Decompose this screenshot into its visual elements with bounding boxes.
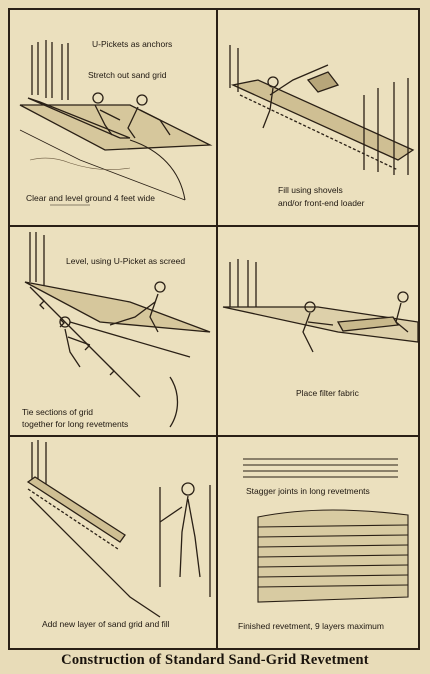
panel-stretch-grid: U-Pickets as anchors Stretch out sand gr… xyxy=(10,10,216,225)
label-tie-sections: Tie sections of grid xyxy=(22,407,94,417)
label-long-revetments: together for long revetments xyxy=(22,419,129,429)
panel-filter-fabric: Place filter fabric xyxy=(218,227,420,435)
label-front-end-loader: and/or front-end loader xyxy=(278,198,365,208)
panel-finished-revetment-illustration xyxy=(243,458,409,603)
label-u-pickets: U-Pickets as anchors xyxy=(92,39,173,49)
label-stretch-grid: Stretch out sand grid xyxy=(88,70,167,80)
panel-divider-vertical xyxy=(216,8,218,650)
panel-fill-grid-illustration xyxy=(229,45,415,175)
panel-add-layer: Add new layer of sand grid and fill xyxy=(10,437,216,650)
panel-fill-grid: Fill using shovels and/or front-end load… xyxy=(218,10,420,225)
panel-stretch-grid-illustration xyxy=(19,40,213,206)
label-add-new-layer: Add new layer of sand grid and fill xyxy=(42,619,170,629)
panel-level-grid-illustration xyxy=(24,232,211,428)
figure-caption: Construction of Standard Sand-Grid Revet… xyxy=(61,652,369,668)
label-finished-revetment: Finished revetment, 9 layers maximum xyxy=(238,621,384,631)
panel-finished-revetment: Stagger joints in long revetments Finish… xyxy=(218,437,420,650)
panel-add-layer-illustration xyxy=(26,440,211,618)
panel-divider-row-2 xyxy=(8,435,420,437)
label-place-filter-fabric: Place filter fabric xyxy=(296,388,359,398)
label-stagger-joints: Stagger joints in long revetments xyxy=(246,486,370,496)
label-clear-ground: Clear and level ground 4 feet wide xyxy=(26,193,155,203)
label-level-screed: Level, using U-Picket as screed xyxy=(66,256,186,266)
panel-divider-row-1 xyxy=(8,225,420,227)
panel-level-grid: Level, using U-Picket as screed Tie sect… xyxy=(10,227,216,435)
label-fill-shovels: Fill using shovels xyxy=(278,185,343,195)
panel-filter-fabric-illustration xyxy=(222,259,419,353)
